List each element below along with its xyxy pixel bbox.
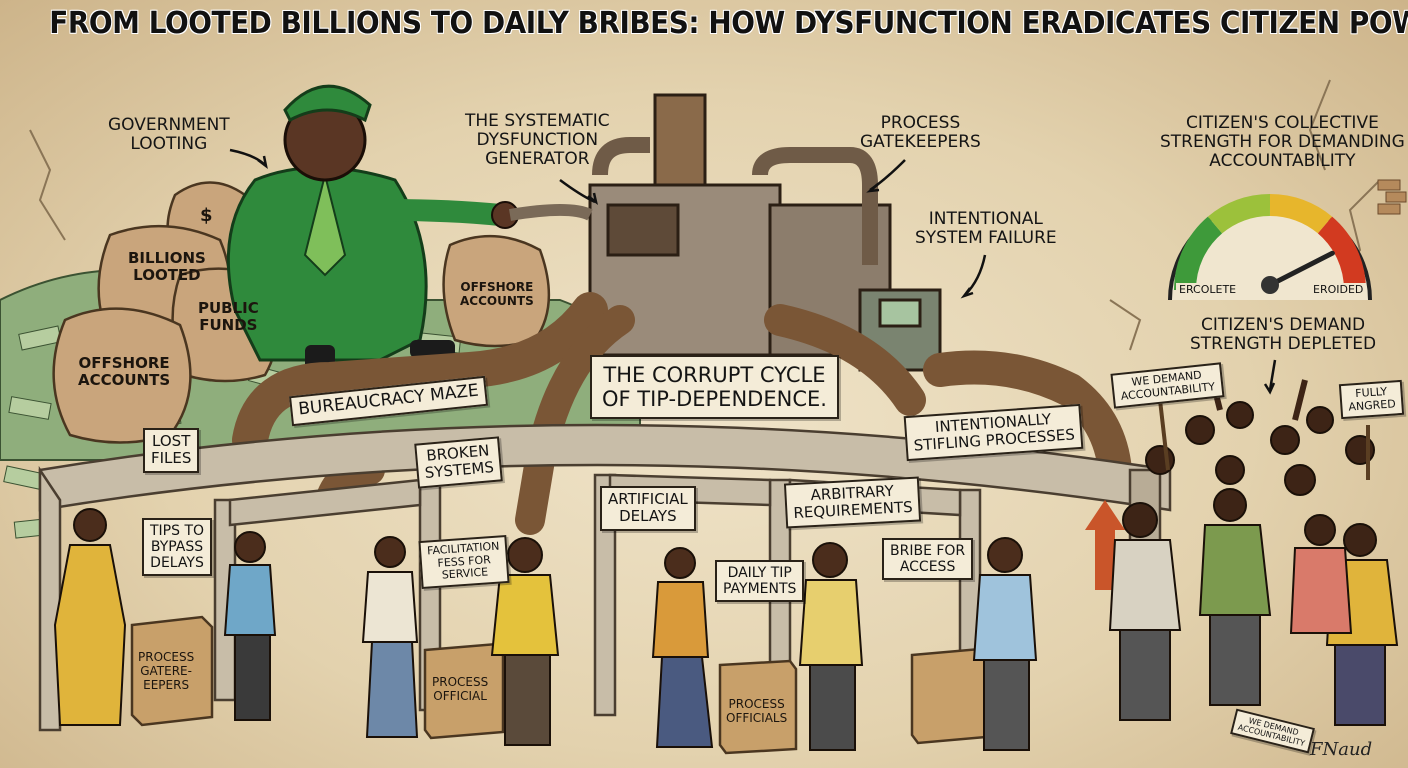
artist-signature: FNaud (1309, 739, 1372, 760)
gauge-right-label: EROIDED (1310, 283, 1367, 296)
protesting-crowd (1108, 369, 1399, 726)
gauge-left-label: ERCOLETE (1176, 283, 1240, 296)
bag-dollar-sign: $ (200, 205, 213, 226)
money-bags (52, 181, 551, 444)
citizens-in-line (53, 508, 1038, 751)
gauge-needle (1267, 250, 1335, 288)
callout-arrows (229, 148, 1277, 395)
payment-boxes (130, 615, 988, 755)
exposed-bricks (1377, 179, 1407, 215)
looting-official (226, 84, 519, 373)
page-title: FROM LOOTED BILLIONS TO DAILY BRIBES: HO… (49, 6, 1408, 41)
protest-sign-poles (1158, 399, 1370, 480)
pipes (232, 292, 1132, 535)
accountability-gauge (1168, 193, 1372, 301)
